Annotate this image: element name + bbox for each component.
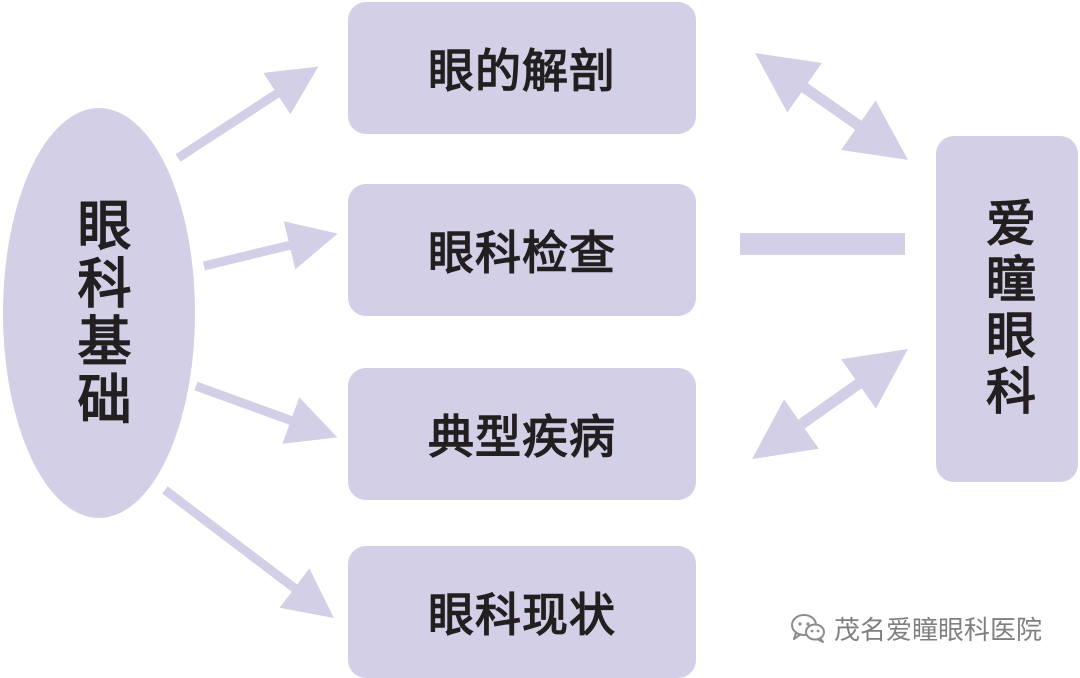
watermark: 茂名爱瞳眼科医院 [790, 610, 1042, 646]
topic-status-label: 眼科现状 [428, 588, 616, 642]
target-label: 爱瞳眼科 [978, 197, 1036, 421]
arrow-root-to-disease [194, 381, 338, 444]
arrow-disease-target [752, 349, 908, 459]
arrow-root-to-exam [202, 221, 338, 271]
topic-status: 眼科现状 [348, 546, 696, 678]
arrow-root-to-anatomy [175, 66, 319, 162]
arrow-anatomy-target [755, 53, 908, 160]
topic-exam: 眼科检查 [348, 184, 696, 316]
root-node: 眼科基础 [3, 108, 195, 518]
root-label: 眼科基础 [68, 197, 131, 429]
topic-anatomy: 眼的解剖 [348, 2, 696, 134]
watermark-text: 茂名爱瞳眼科医院 [834, 615, 1043, 646]
arrow-root-to-status [162, 486, 334, 618]
target-node: 爱瞳眼科 [936, 136, 1078, 482]
topic-disease: 典型疾病 [348, 368, 696, 500]
topic-disease-label: 典型疾病 [428, 410, 616, 464]
wechat-icon [790, 613, 826, 643]
topic-exam-label: 眼科检查 [428, 226, 616, 280]
topic-anatomy-label: 眼的解剖 [428, 44, 616, 98]
